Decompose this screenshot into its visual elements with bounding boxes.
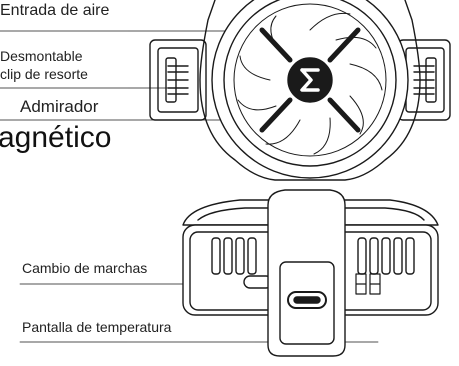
fan-grille-bar <box>259 97 293 133</box>
clamp-column <box>267 189 346 357</box>
gear-switch-label: Cambio de marchas <box>22 260 148 276</box>
cooler-front-view <box>182 189 439 357</box>
left-spring-clip <box>149 39 207 121</box>
air-inlet-ring <box>223 0 397 167</box>
fan-blades <box>237 12 383 155</box>
temperature-display-label: Pantalla de temperatura <box>22 319 172 335</box>
air-inlet-label: Entrada de aire <box>0 2 110 19</box>
fan-grille-bar <box>259 27 293 63</box>
spring-clip-label-line1: Desmontable <box>0 48 83 64</box>
magnetic-label: agnético <box>0 121 112 154</box>
cooler-top-view <box>149 0 451 181</box>
seven-segment-display-icon <box>355 273 381 295</box>
spring-clip-label-line2: clip de resorte <box>0 66 88 82</box>
left-vents <box>211 237 257 275</box>
fan-grille-bar <box>327 97 361 133</box>
cooler-outer-housing <box>199 0 421 181</box>
fan-label: Admirador <box>20 97 99 116</box>
fan-grille-bar <box>327 27 361 63</box>
usb-c-port-icon <box>287 291 327 309</box>
